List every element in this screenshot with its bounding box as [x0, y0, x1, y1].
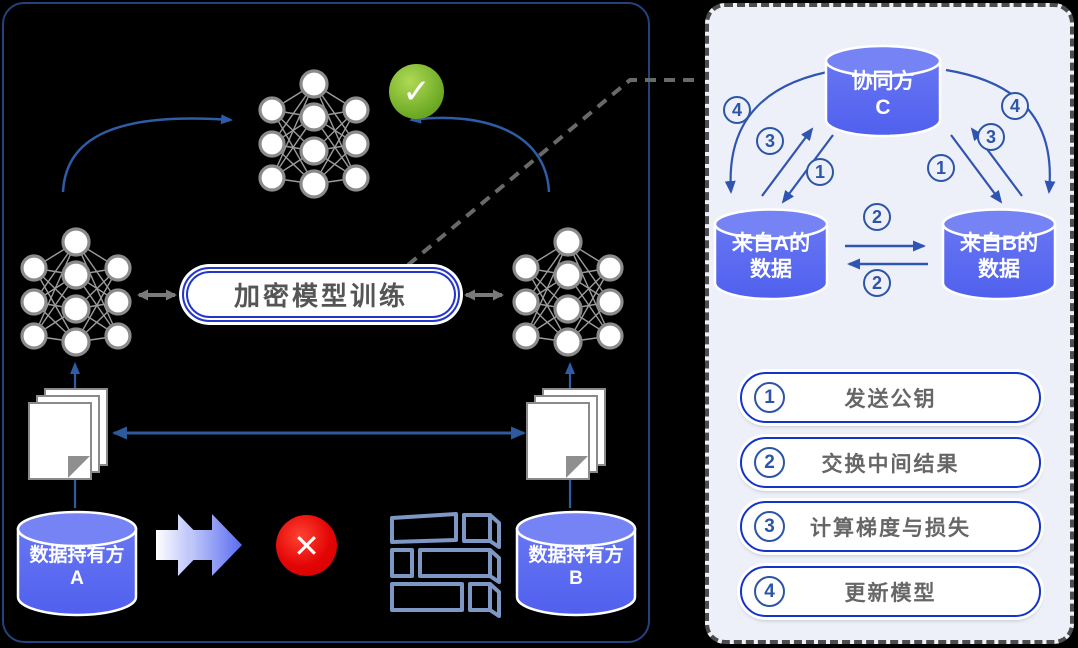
page-icon — [28, 402, 92, 480]
data-holder-a-label-line1: 数据持有方 — [29, 545, 125, 566]
database-icon — [713, 208, 829, 301]
check-badge: ✓ — [389, 64, 444, 119]
legend-item-2: 2 交换中间结果 — [740, 437, 1041, 488]
step-marker-2-top: 2 — [863, 203, 891, 231]
data-from-a-label-line1: 来自A的 — [731, 232, 811, 255]
encrypted-training-label: 加密模型训练 — [233, 281, 408, 311]
legend-num-3: 3 — [754, 511, 785, 542]
step-marker-1-right: 1 — [927, 154, 955, 182]
data-holder-a-cylinder: 数据持有方 A — [15, 508, 139, 618]
database-icon — [941, 208, 1057, 301]
legend-item-4: 4 更新模型 — [740, 566, 1041, 617]
data-holder-a-label-line2: A — [70, 568, 84, 590]
data-from-a-label-line2: 数据 — [750, 257, 792, 281]
legend-item-3: 3 计算梯度与损失 — [740, 501, 1041, 552]
data-holder-b-label-line1: 数据持有方 — [528, 545, 624, 566]
document-stack-a — [28, 388, 108, 482]
data-from-a-cylinder: 来自A的 数据 — [712, 207, 830, 302]
data-from-b-cylinder: 来自B的 数据 — [940, 207, 1058, 302]
check-icon: ✓ — [402, 72, 431, 111]
database-icon — [16, 510, 138, 617]
blocked-cross-badge: ✕ — [276, 515, 337, 576]
data-holder-b-cylinder: 数据持有方 B — [514, 508, 638, 618]
coordinator-c-label-line2: C — [875, 95, 891, 119]
database-icon — [824, 44, 942, 138]
page-fold-icon — [68, 456, 90, 478]
step-marker-1-left: 1 — [806, 158, 834, 186]
page-icon — [526, 402, 590, 480]
encrypted-training-pill: 加密模型训练 — [182, 267, 460, 322]
legend-label-2: 交换中间结果 — [821, 452, 960, 476]
legend-item-1: 1 发送公钥 — [740, 372, 1041, 423]
data-from-b-label-line1: 来自B的 — [959, 232, 1039, 255]
step-marker-4-right: 4 — [1001, 92, 1029, 120]
document-stack-b — [526, 388, 606, 482]
cross-icon: ✕ — [293, 527, 320, 564]
data-holder-b-label-line2: B — [569, 568, 583, 590]
legend-label-3: 计算梯度与损失 — [810, 516, 971, 540]
coordinator-c-label-line1: 协同方 — [851, 70, 915, 93]
step-marker-3-right: 3 — [977, 123, 1005, 151]
step-marker-4-left: 4 — [723, 96, 751, 124]
page-fold-icon — [566, 456, 588, 478]
legend-num-4: 4 — [754, 576, 785, 607]
data-from-b-label-line2: 数据 — [978, 257, 1020, 281]
legend-num-1: 1 — [754, 382, 785, 413]
step-marker-3-left: 3 — [756, 127, 784, 155]
legend-label-4: 更新模型 — [844, 581, 937, 605]
legend-label-1: 发送公钥 — [844, 387, 937, 411]
database-icon — [515, 510, 637, 617]
coordinator-c-cylinder: 协同方 C — [823, 43, 943, 139]
step-marker-2-bottom: 2 — [863, 269, 891, 297]
legend-num-2: 2 — [754, 447, 785, 478]
